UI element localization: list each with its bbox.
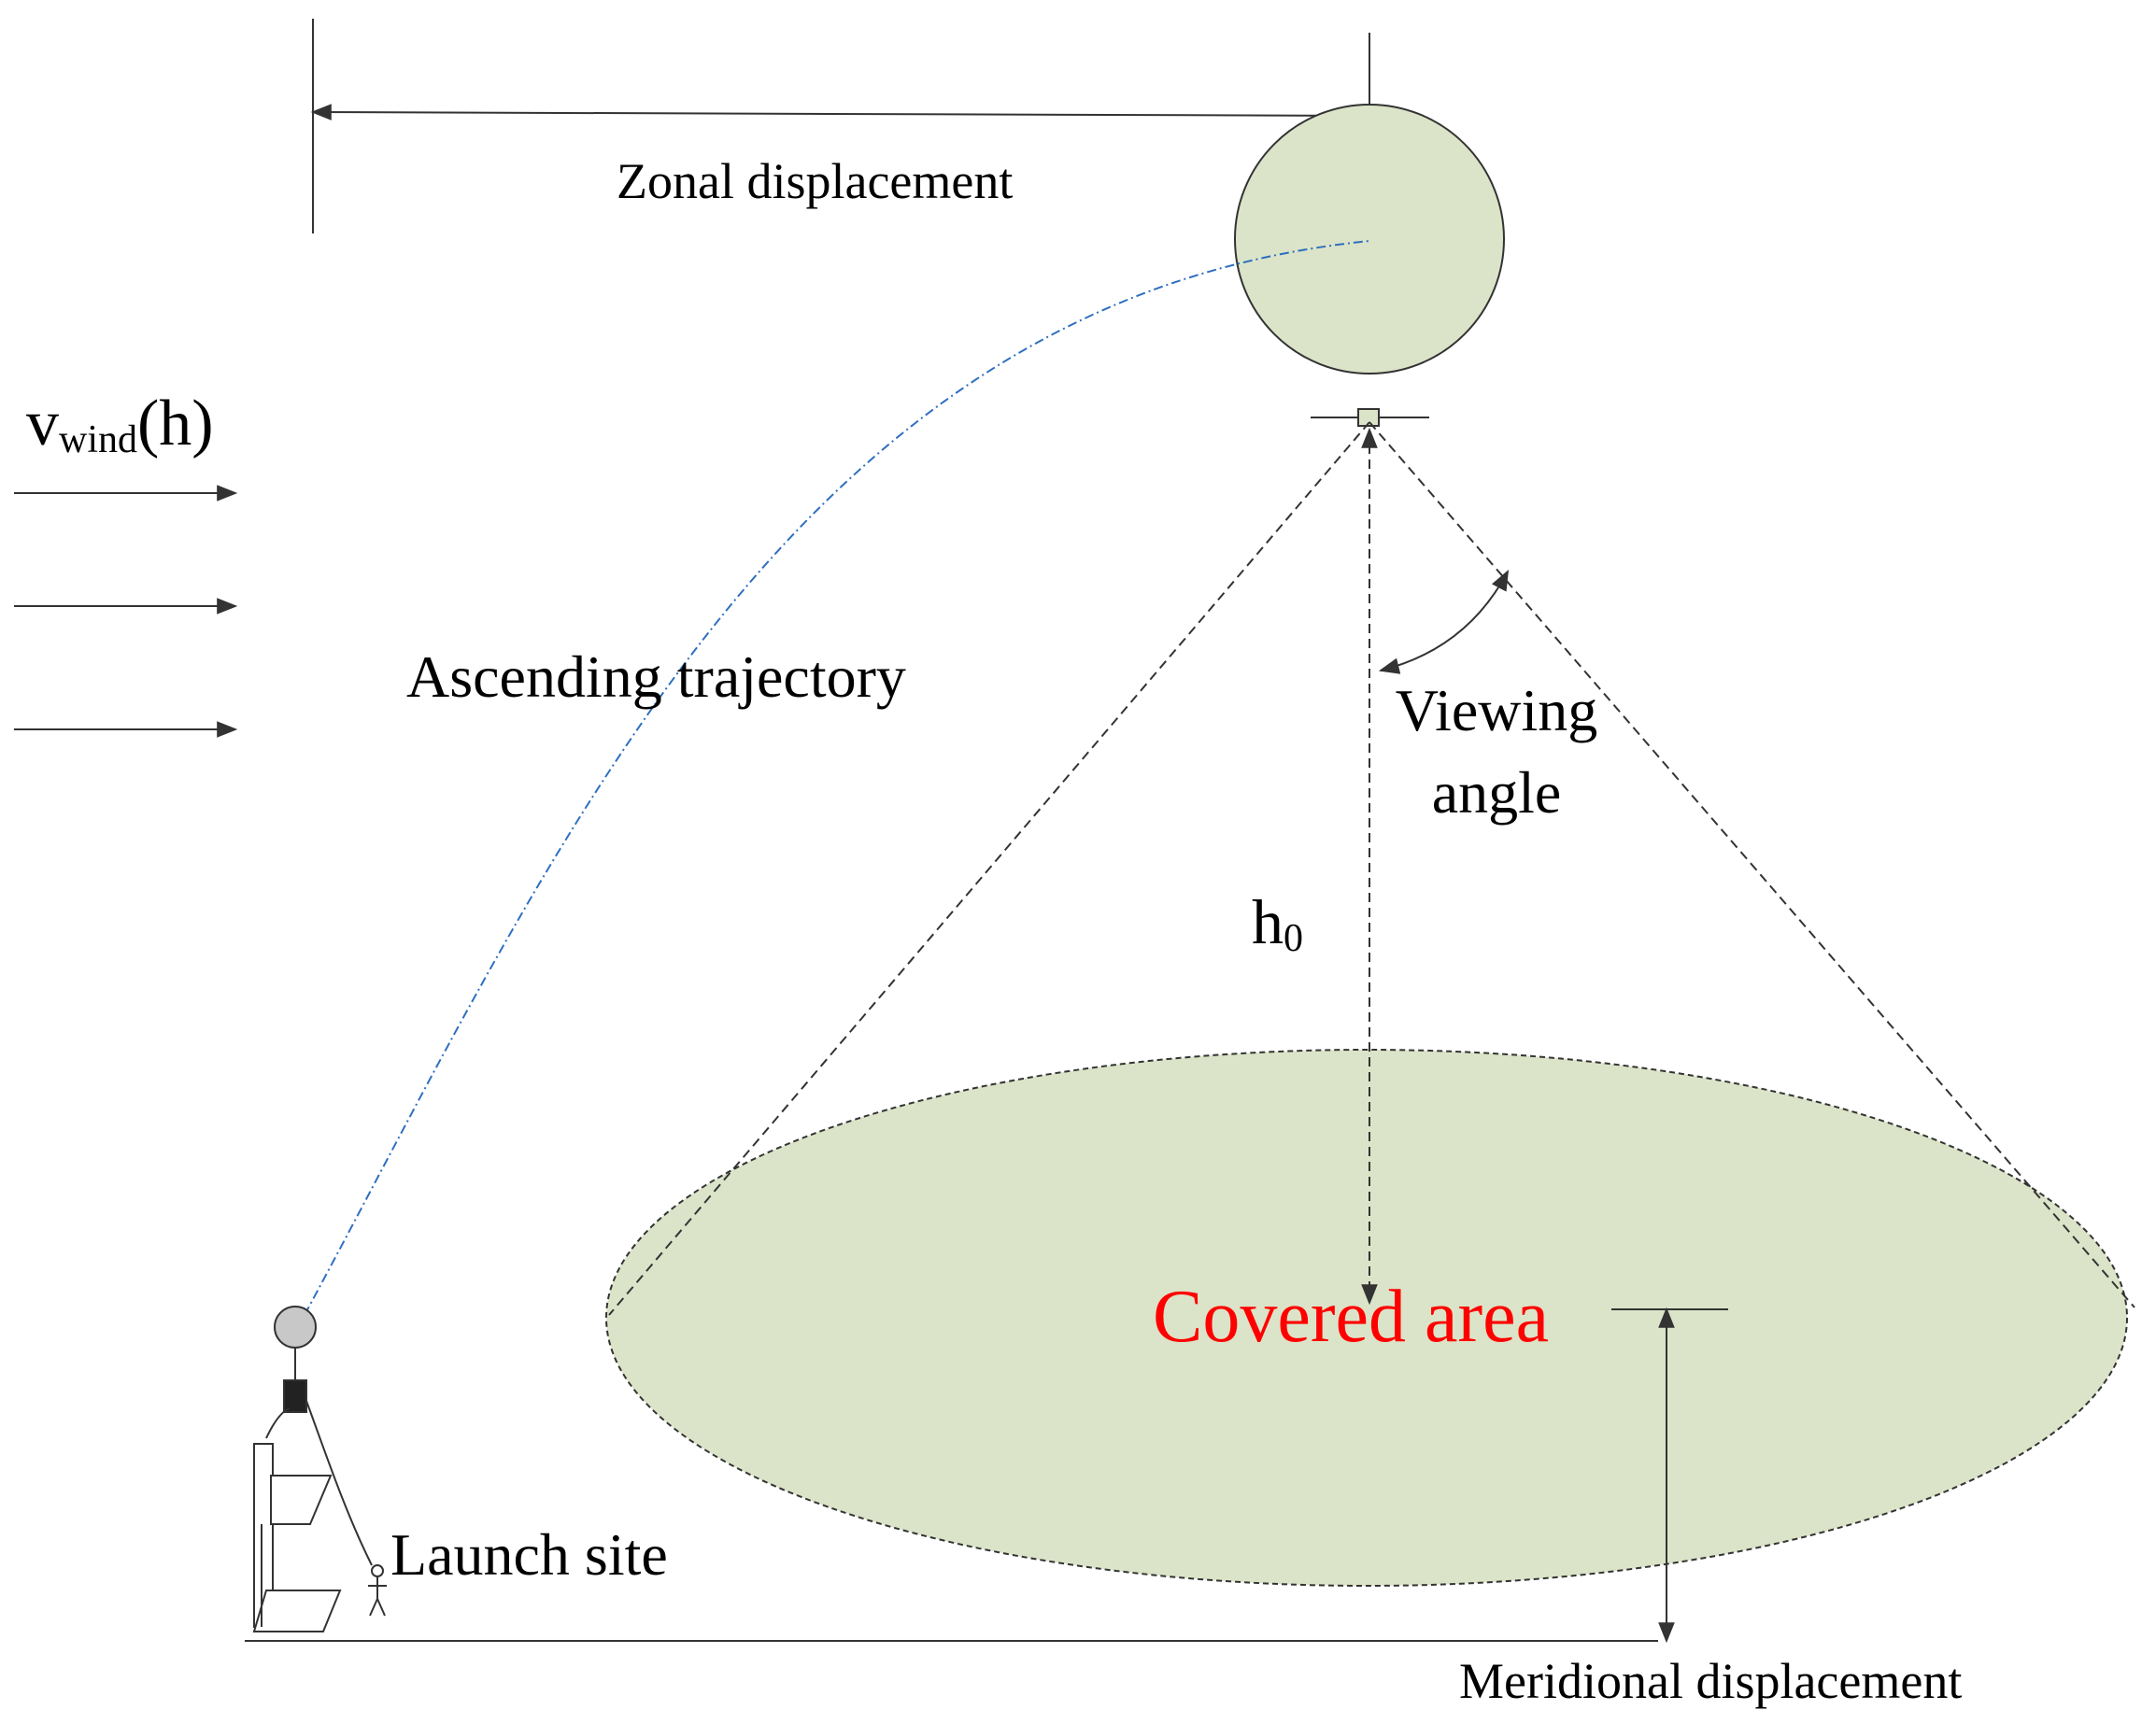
height-label: h0 xyxy=(1252,886,1303,960)
launch-site-icon xyxy=(252,1306,373,1632)
ascending-trajectory-curve xyxy=(304,240,1370,1316)
zonal-displacement-arrow xyxy=(310,104,1372,124)
launch-rack-shelf-top xyxy=(270,1475,333,1525)
balloon-circle xyxy=(1234,104,1505,374)
wind-sub: wind xyxy=(59,418,137,461)
height-sub: 0 xyxy=(1284,917,1303,960)
covered-area-label: Covered area xyxy=(1153,1276,1549,1358)
cone-left-dashed-line xyxy=(608,421,1370,1316)
viewing-angle-arc xyxy=(1378,570,1510,674)
cone-right-dashed-line xyxy=(1369,421,2135,1308)
launch-rack-shelf-bottom xyxy=(252,1590,342,1632)
zonal-displacement-label: Zonal displacement xyxy=(617,153,1013,209)
small-balloon-circle xyxy=(274,1306,317,1349)
viewing-angle-label-line1: Viewing xyxy=(1396,677,1598,743)
viewing-angle-label-line2: angle xyxy=(1432,759,1562,826)
payload-box xyxy=(1357,408,1380,427)
launch-payload xyxy=(283,1379,307,1413)
wind-v: v xyxy=(26,388,59,459)
ascending-trajectory-label: Ascending trajectory xyxy=(406,643,906,710)
wind-h: (h) xyxy=(137,388,214,459)
person-icon xyxy=(368,1564,387,1617)
meridional-displacement-label: Meridional displacement xyxy=(1459,1653,1962,1709)
wind-speed-label: vwind(h) xyxy=(26,388,214,461)
height-h: h xyxy=(1252,886,1284,957)
launch-site-label: Launch site xyxy=(390,1521,668,1588)
